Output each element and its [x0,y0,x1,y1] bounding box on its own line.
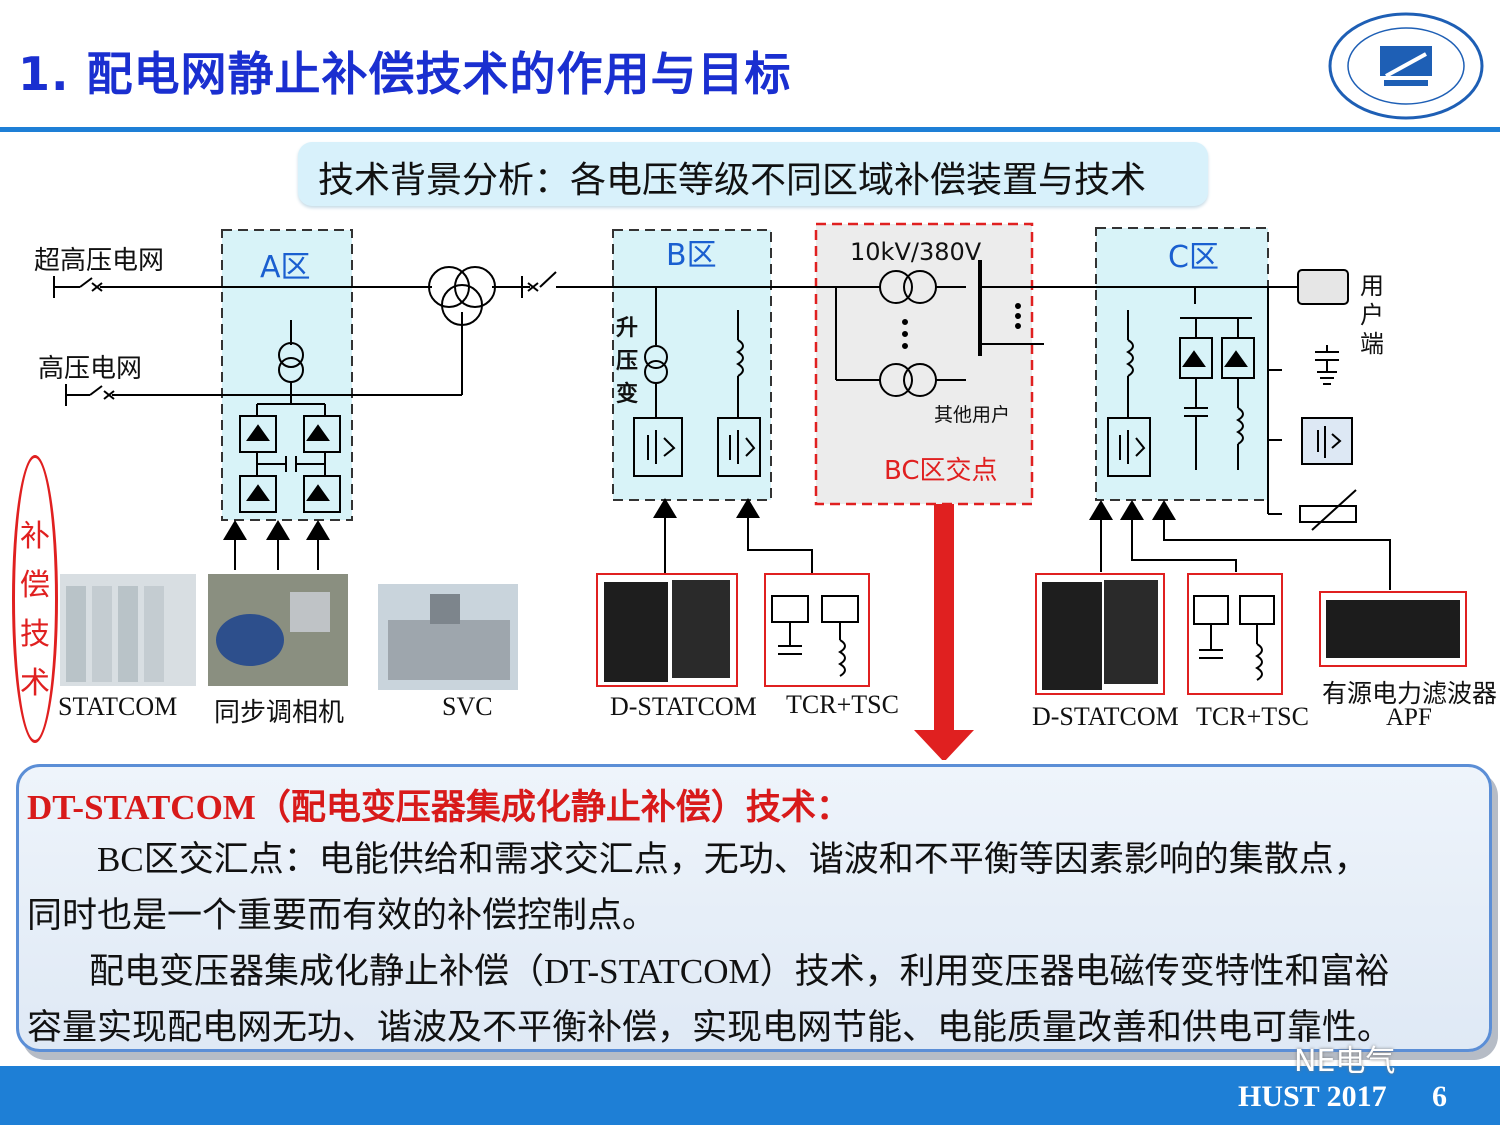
compensation-char: 技 [20,617,50,652]
university-logo [1328,12,1484,120]
syncon-photo [208,574,348,686]
zone-b-circuit [633,287,761,477]
tcr-tsc-c-schematic [1187,573,1283,695]
zone-bc-circuit [835,270,1044,397]
description-box: DT-STATCOM（配电变压器集成化静止补偿）技术： BC区交汇点：电能供给和… [16,764,1492,1052]
zone-c-circuit [1107,269,1357,531]
apf-photo [1319,591,1467,667]
description-line-1: BC区交汇点：电能供给和需求交汇点，无功、谐波和不平衡等因素影响的集散点， [97,840,1369,879]
statcom-label: STATCOM [58,692,178,721]
header-rule [0,127,1500,132]
zone-b-box [612,229,772,501]
compensation-tech-label: 补 偿 技 术 [20,512,50,708]
description-line-2: 同时也是一个重要而有效的补偿控制点。 [27,896,658,935]
step-up-char: 变 [616,382,639,407]
tcr-tsc-c-label: TCR+TSC [1196,702,1309,731]
compensation-char: 补 [20,519,50,554]
hv-grid-label: 高压电网 [38,354,143,384]
other-users-label: 其他用户 [934,404,1011,426]
ehv-grid-label: 超高压电网 [34,246,165,276]
bc-voltage-label: 10kV/380V [850,238,982,266]
dstatcom-b-photo [596,573,738,687]
zone-a-circuit [239,320,341,513]
compensation-ellipse [12,455,58,743]
power-grid-diagram [53,222,1467,760]
banner-text: 技术背景分析：各电压等级不同区域补偿装置与技术 [318,160,1147,201]
apf-label-cn: 有源电力滤波器 [1322,679,1498,708]
user-end-label: 用 户 端 [1360,272,1384,359]
zone-c-label: C区 [1168,240,1219,275]
connection-arrows [223,498,1391,590]
step-up-char: 升 [616,316,639,341]
page-title: 1. 配电网静止补偿技术的作用与目标 [18,47,792,101]
user-end-char: 端 [1360,330,1384,358]
step-up-char: 压 [616,349,639,374]
svc-label: SVC [442,692,493,721]
zone-a-label: A区 [260,250,311,285]
description-line-4: 容量实现配电网无功、谐波及不平衡补偿，实现电网节能、电能质量改善和供电可靠性。 [27,1008,1393,1047]
tcr-tsc-b-schematic [764,573,870,687]
footer-bar: HUST 2017 6 [0,1066,1500,1125]
user-end-char: 用 [1360,272,1384,300]
user-end-char: 户 [1360,301,1384,329]
description-line-3: 配电变压器集成化静止补偿（DT-STATCOM）技术，利用变压器电磁传变特性和富… [89,952,1390,991]
page-number: 6 [1432,1080,1447,1113]
tcr-tsc-b-label: TCR+TSC [786,690,899,719]
dstatcom-b-label: D-STATCOM [610,692,757,721]
syncon-label: 同步调相机 [214,698,345,728]
compensation-char: 偿 [20,568,50,603]
main-transformer-symbol [428,266,496,326]
zone-b-label: B区 [666,238,717,273]
apf-label: APF [1386,704,1432,731]
footer-label: HUST 2017 [1238,1080,1387,1113]
watermark: NE电气 [1294,1044,1396,1079]
step-up-transformer-label: 升 压 变 [616,312,638,411]
bc-zone-label: BC区交点 [884,456,998,486]
description-heading: DT-STATCOM（配电变压器集成化静止补偿）技术： [27,788,851,827]
bc-focus-arrow [914,504,974,760]
dstatcom-c-label: D-STATCOM [1032,702,1179,731]
svc-photo [378,584,518,690]
statcom-photo [60,574,196,686]
main-busbar [53,260,1290,406]
compensation-char: 术 [20,666,50,701]
topic-banner: 技术背景分析：各电压等级不同区域补偿装置与技术 [298,142,1208,206]
dstatcom-c-photo [1035,573,1165,695]
